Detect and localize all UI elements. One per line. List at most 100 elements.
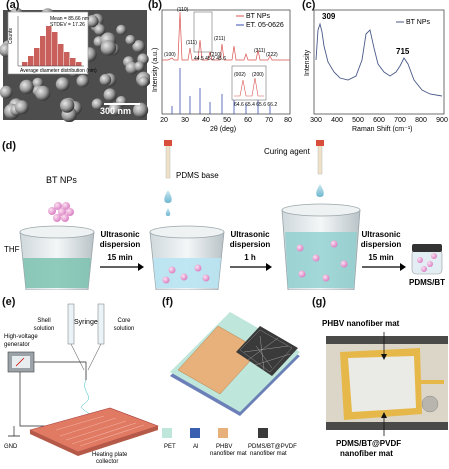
raman-annotation-309: 309	[322, 12, 336, 21]
peak-label-211: (211)	[214, 36, 226, 42]
svg-text:400: 400	[331, 117, 343, 124]
raman-x-label: Raman Shift (cm⁻¹)	[352, 126, 412, 133]
high-voltage-generator-icon	[7, 351, 35, 373]
svg-text:Ultrasonic: Ultrasonic	[361, 230, 401, 239]
zoom1-values: 44.5 45.2 45.6	[194, 56, 226, 62]
svg-text:70: 70	[265, 117, 273, 124]
hv-label-2: generator	[4, 342, 30, 348]
peak-label-110: (110)	[177, 7, 189, 13]
histogram-bar	[28, 56, 34, 66]
nanoparticle	[35, 85, 51, 101]
panel-label-e: (e)	[2, 296, 16, 308]
nanoparticle	[14, 100, 29, 115]
pdms-bt-vial	[411, 244, 443, 275]
product-label: PDMS/BT	[409, 278, 445, 287]
svg-text:30: 30	[181, 117, 189, 124]
legend-pdms: PDMS/BT@PVDF	[248, 444, 297, 450]
zoom2-values: 64.6 65.4 65.6 66.2	[234, 102, 277, 108]
panel-label-c: (c)	[302, 0, 316, 11]
svg-text:50: 50	[223, 117, 231, 124]
svg-text:dispersion: dispersion	[100, 240, 141, 249]
raman-x-ticks: 300 400 500 600 700 800 900	[310, 117, 448, 124]
raman-spectrum	[315, 22, 443, 97]
nanoparticle	[116, 24, 127, 35]
peak-label-210: (210)	[210, 52, 222, 58]
legend-phbv: PHBV	[216, 444, 232, 450]
panel-f: PET Al PHBV nanofiber mat PDMS/BT@PVDF n…	[160, 296, 310, 464]
svg-text:80: 80	[284, 117, 292, 124]
y-axis-label: Intensity (a.u.)	[152, 48, 159, 92]
nanoparticle	[76, 74, 89, 88]
panel-d: BT NPs THF Ultrasonic dispersion 15 min …	[0, 140, 449, 291]
legend-reference: ET. 05-0626	[246, 22, 284, 29]
nanoparticle	[132, 40, 145, 53]
zoom2-peak-1: (002)	[234, 72, 246, 78]
svg-text:300: 300	[310, 117, 322, 124]
scale-bar-label: 300 nm	[100, 106, 131, 116]
beaker-thf	[19, 225, 95, 291]
svg-text:40: 40	[202, 117, 210, 124]
hv-label-1: High-voltage	[4, 334, 38, 340]
nanoparticle	[133, 102, 149, 118]
nanoparticle	[59, 98, 75, 113]
device-photo: PHBV nanofiber mat PDMS/BT@PVDF nanofibe…	[322, 319, 448, 458]
heating-plate-collector	[29, 407, 159, 456]
raman-y-label: Intensity	[304, 49, 311, 76]
zoom-box-2	[231, 65, 267, 101]
nanoparticle	[55, 77, 70, 92]
svg-text:500: 500	[352, 117, 364, 124]
svg-text:dispersion: dispersion	[230, 240, 271, 249]
curing-agent-label: Curing agent	[264, 147, 311, 156]
x-tick-labels: 20 30 40 50 60 70 80	[160, 117, 292, 124]
beaker-3	[281, 203, 361, 291]
raman-plot: 309 715 BT NPs 300 400 500 600 700 800 9…	[304, 9, 448, 133]
beaker-2	[149, 225, 225, 291]
nanoparticle	[99, 74, 112, 86]
inset-stdev: STDEV = 17.26	[50, 22, 85, 28]
histogram-bar	[22, 62, 28, 66]
bt-nanoparticles-cluster	[48, 202, 74, 222]
legend-al: Al	[193, 444, 198, 450]
nanoparticle	[32, 77, 44, 89]
svg-text:15 min: 15 min	[368, 253, 393, 262]
histogram-bar	[34, 48, 40, 66]
nanoparticle	[19, 79, 34, 94]
svg-text:700: 700	[394, 117, 406, 124]
step-arrow-2: Ultrasonic dispersion 1 h	[230, 230, 272, 271]
panel-a: Mean = 85.66 nm STDEV = 17.26 Counts Ave…	[0, 0, 152, 123]
shell-label-1: Shell	[37, 318, 50, 324]
panel-label-f: (f)	[162, 296, 173, 308]
phbv-label: PHBV nanofiber mat	[322, 319, 400, 328]
peak-label-111: (111)	[186, 40, 197, 46]
panel-label-b: (b)	[148, 0, 163, 11]
svg-text:1 h: 1 h	[244, 253, 256, 262]
zoom2-peak-2: (200)	[252, 72, 264, 78]
xrd-plot: (002) (200) 64.6 65.4 65.6 66.2 44.5 45.…	[152, 7, 292, 133]
histogram-bar	[52, 32, 58, 66]
device-structure: PET Al PHBV nanofiber mat PDMS/BT@PVDF n…	[162, 312, 300, 457]
histogram-bar	[64, 52, 70, 66]
panel-label-d: (d)	[2, 140, 17, 152]
legend-phbv-2: nanofiber mat	[210, 451, 247, 457]
peak-label-222: (222)	[266, 52, 278, 58]
histogram-bar	[76, 62, 82, 66]
legend: PET Al PHBV nanofiber mat PDMS/BT@PVDF n…	[162, 428, 297, 457]
histogram-bar	[40, 36, 46, 66]
heating-label-1: Heating plate	[92, 452, 128, 458]
legend-pdms-2: nanofiber mat	[250, 451, 287, 457]
nanoparticle	[86, 15, 99, 28]
syringe-icon	[67, 303, 105, 380]
nanoparticle	[91, 98, 104, 110]
x-axis-label: 2θ (deg)	[210, 126, 236, 133]
panel-b: (002) (200) 64.6 65.4 65.6 66.2 44.5 45.…	[148, 0, 300, 134]
svg-text:Ultrasonic: Ultrasonic	[100, 230, 140, 239]
curing-agent-dropper	[316, 140, 324, 197]
thf-label: THF	[4, 245, 20, 254]
nanoparticle	[0, 85, 13, 99]
pdms-base-label: PDMS base	[176, 171, 219, 180]
peak-label-100: (100)	[164, 52, 176, 58]
pdms-label-2: nanofiber mat	[340, 449, 393, 458]
svg-text:60: 60	[244, 117, 252, 124]
nanoparticle	[125, 34, 136, 46]
step-arrow-1: Ultrasonic dispersion 15 min	[100, 230, 144, 271]
